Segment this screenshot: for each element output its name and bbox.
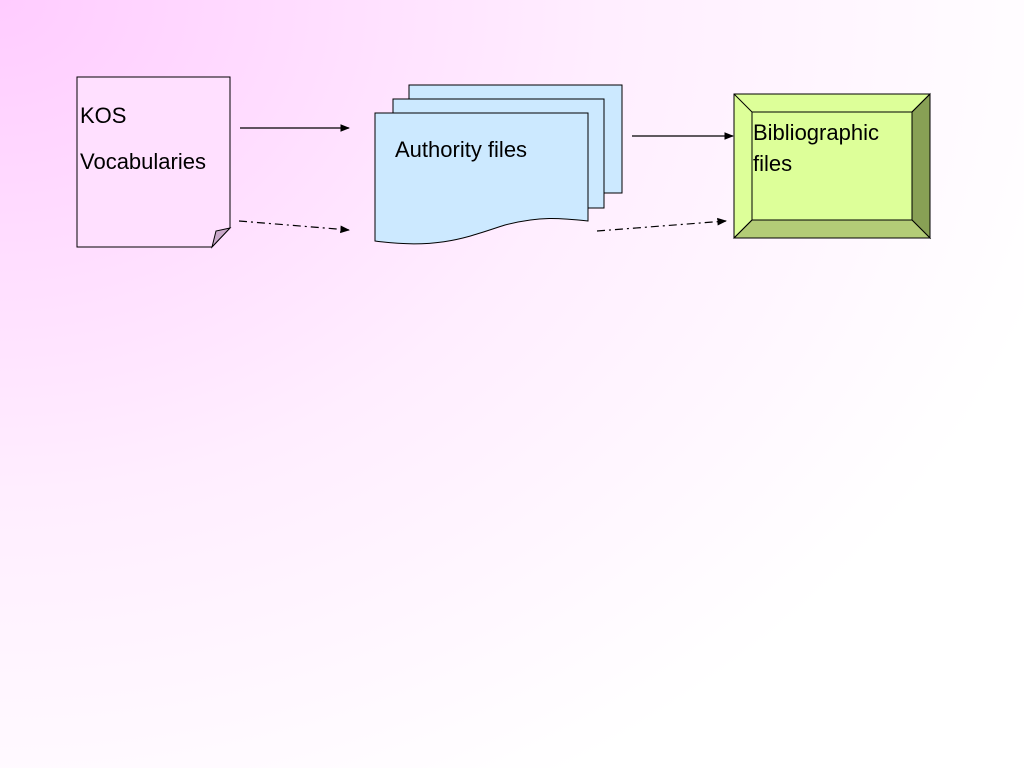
bibliographic-bevel-right <box>911 92 931 240</box>
bibliographic-label-line1: Bibliographic <box>753 120 879 145</box>
bevel-edge-tr <box>911 93 931 113</box>
bibliographic-inner <box>751 111 913 221</box>
kos-label-line2: Vocabularies <box>80 149 206 174</box>
kos-label-line1: KOS <box>80 103 127 128</box>
authority-front-page <box>374 112 589 245</box>
bibliographic-files-node <box>732 92 932 240</box>
authority-files-node <box>374 84 623 245</box>
bibliographic-label-line2: files <box>753 151 793 176</box>
kos-vocabularies-node <box>76 76 232 249</box>
bibliographic-bevel-bottom <box>732 219 932 239</box>
kos-folded-corner <box>211 227 232 249</box>
arrow-authority-to-bibliographic-dashdot <box>596 217 727 232</box>
arrow-kos-to-authority-dashdot <box>238 220 350 234</box>
bevel-edge-tl <box>733 93 753 113</box>
bevel-edge-bl <box>733 219 753 239</box>
authority-files-label: Authority files <box>395 137 528 162</box>
